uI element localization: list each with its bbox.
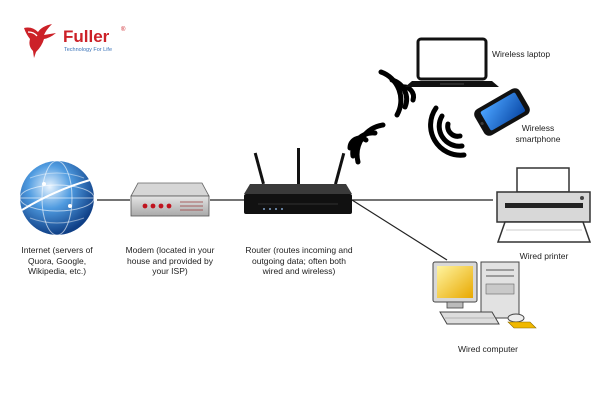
hummingbird-logo-icon xyxy=(24,24,56,58)
wired-printer-label: Wired printer xyxy=(519,251,569,261)
internet-label: Internet (servers of Quora, Google, Wiki… xyxy=(21,245,93,276)
computer-icon xyxy=(432,261,537,329)
globe-icon xyxy=(19,160,95,236)
wireless-laptop-label: Wireless laptop xyxy=(492,49,551,59)
wifi-signal-icon xyxy=(378,69,416,118)
laptop-icon xyxy=(405,37,499,87)
smartphone-icon xyxy=(474,88,530,136)
brand-registered-mark: ® xyxy=(121,27,126,33)
modem-icon xyxy=(130,182,210,217)
brand-logo: Fuller ® Technology For Life xyxy=(22,22,126,62)
wired-computer-label: Wired computer xyxy=(458,344,518,354)
brand-name: Fuller xyxy=(63,27,110,46)
router-label: Router (routes incoming and outgoing dat… xyxy=(245,245,353,276)
router-icon xyxy=(244,148,352,214)
connection-lines xyxy=(97,199,493,261)
modem-label: Modem (located in your house and provide… xyxy=(125,245,215,276)
brand-tagline: Technology For Life xyxy=(64,47,112,53)
wifi-signal-icon xyxy=(428,105,467,158)
printer-icon xyxy=(496,167,592,243)
line-router-computer xyxy=(351,199,448,261)
wireless-smartphone-label: Wireless smartphone xyxy=(515,123,561,144)
wifi-signal-icon xyxy=(347,122,386,165)
